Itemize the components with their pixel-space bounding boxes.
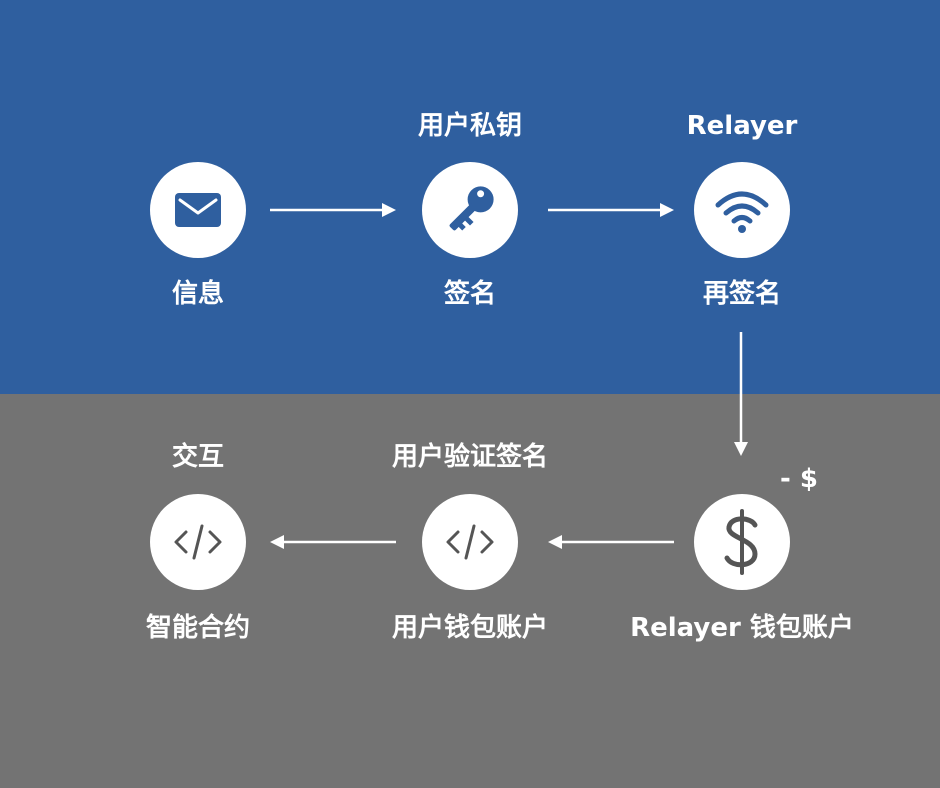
wifi-icon — [715, 191, 769, 233]
arrow-resign-to-relayer-wallet — [734, 332, 748, 456]
relayer-wallet-label: Relayer 钱包账户 — [630, 613, 854, 643]
arrow-sign-to-resign — [548, 203, 674, 217]
key-icon — [449, 186, 494, 231]
sign-label: 签名 — [443, 279, 497, 309]
sign-node — [422, 162, 518, 258]
resign-node — [694, 162, 790, 258]
message-node — [150, 162, 246, 258]
dollar-icon — [724, 509, 758, 575]
cost-note: - $ — [780, 464, 818, 494]
envelope-icon — [175, 193, 221, 227]
relayer-wallet-node — [694, 494, 790, 590]
smart-contract-label: 智能合约 — [145, 613, 251, 643]
user-verify-signature-label: 用户验证签名 — [391, 442, 549, 472]
bottom-band — [0, 394, 940, 788]
arrow-message-to-sign — [270, 203, 396, 217]
relayer-label: Relayer — [686, 111, 798, 141]
message-label: 信息 — [171, 279, 225, 309]
user-wallet-label: 用户钱包账户 — [391, 613, 549, 643]
interact-label: 交互 — [171, 442, 225, 472]
arrow-relayer-wallet-to-user-wallet — [548, 535, 674, 549]
code-icon — [174, 524, 222, 560]
user-private-key-label: 用户私钥 — [417, 111, 523, 141]
smart-contract-node — [150, 494, 246, 590]
user-wallet-node — [422, 494, 518, 590]
code-icon — [446, 524, 494, 560]
resign-label: 再签名 — [702, 279, 782, 309]
arrow-user-wallet-to-contract — [270, 535, 396, 549]
